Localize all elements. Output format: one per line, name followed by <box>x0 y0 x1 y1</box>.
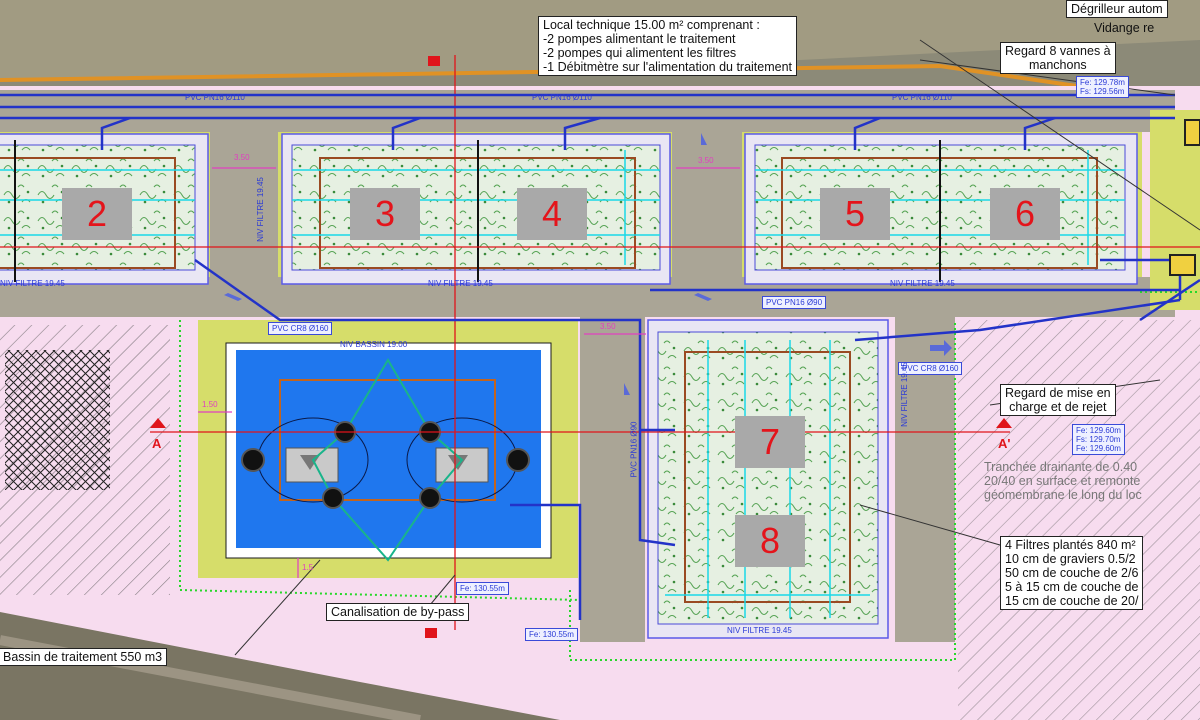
dim-1: 3.50 <box>234 153 250 162</box>
section-marker-a-prime: A' <box>998 436 1011 451</box>
filter-4: 4 <box>517 188 587 240</box>
dim-2: 3.50 <box>698 156 714 165</box>
pipe-network <box>0 93 1200 620</box>
treatment-basin <box>225 342 552 562</box>
flow-arrows <box>224 133 952 395</box>
filter-block-top-mid <box>281 133 671 285</box>
level-box-bottom-1: Fe: 130.55m <box>456 582 509 595</box>
callout-bypass: Canalisation de by-pass <box>326 603 470 621</box>
pipe-label-pn16-mid: PVC PN16 Ø90 <box>762 296 827 309</box>
drains-bottom <box>665 340 870 618</box>
level-box-right: Fe: 129.60m Fs: 129.70m Fe: 129.60m <box>1072 424 1125 455</box>
walkway-bottom-left <box>580 317 645 642</box>
level-label-3: NIV FILTRE 19.45 <box>890 279 955 288</box>
dim-4: 1.50 <box>202 400 218 409</box>
pipe-label-top-3: PVC PN16 Ø110 <box>892 93 952 102</box>
callout-tranchee: Tranchée drainante de 0.40 20/40 en surf… <box>984 460 1142 502</box>
axes <box>0 55 1200 630</box>
filter-8: 8 <box>735 515 805 567</box>
pipe-label-cr8-right: PVC CR8 Ø160 <box>898 362 963 375</box>
callout-filtres-plantes: 4 Filtres plantés 840 m² 10 cm de gravie… <box>1000 536 1144 610</box>
level-label-v1: NIV FILTRE 19.45 <box>255 177 265 242</box>
red-markers <box>425 56 440 638</box>
regard-vannes-box <box>1184 119 1200 146</box>
filter-2: 2 <box>62 188 132 240</box>
pipe-label-top-1: PVC PN16 Ø110 <box>185 93 245 102</box>
section-arrow-left <box>150 418 166 428</box>
embankment <box>179 291 1200 661</box>
regard-box <box>1169 254 1196 276</box>
crosshatch-block <box>5 350 110 490</box>
callout-local-technique: Local technique 15.00 m² comprenant : -2… <box>538 16 798 76</box>
section-marker-a: A <box>152 436 162 451</box>
top-corridor <box>0 90 1175 132</box>
callout-degrilleur: Dégrilleur autom <box>1066 0 1168 18</box>
section-arrow-right <box>996 418 1012 428</box>
callout-vidange: Vidange re <box>1094 21 1155 35</box>
pipe-label-vertical: PVC PN16 Ø90 <box>629 421 639 478</box>
level-label-2: NIV FILTRE 19.45 <box>428 279 493 288</box>
level-label-bassin: NIV BASSIN 19.00 <box>340 340 408 349</box>
callout-regard-mise: Regard de mise en charge et de rejet <box>1000 384 1116 416</box>
walkway-mid <box>672 132 742 277</box>
filter-3: 3 <box>350 188 420 240</box>
filter-block-bottom <box>647 319 889 639</box>
dim-5: 1.5 <box>302 563 314 572</box>
pipe-label-cr8-mid: PVC CR8 Ø160 <box>268 322 333 335</box>
level-box-bottom-2: Fe: 130.55m <box>525 628 578 641</box>
level-label-bottom: NIV FILTRE 19.45 <box>727 626 792 635</box>
walkway-left <box>208 132 278 277</box>
callout-regard-vannes: Regard 8 vannes à manchons <box>1000 42 1116 74</box>
dim-3: 3.50 <box>600 322 616 331</box>
filter-5: 5 <box>820 188 890 240</box>
pipe-label-top-2: PVC PN16 Ø110 <box>532 93 592 102</box>
level-label-v2: NIV FILTRE 19.45 <box>899 362 909 427</box>
level-label-1: NIV FILTRE 19.45 <box>0 279 65 288</box>
dimension-lines <box>198 167 740 578</box>
filter-7: 7 <box>735 416 805 468</box>
level-box-top: Fe: 129.78m Fs: 129.56m <box>1076 76 1129 98</box>
filter-6: 6 <box>990 188 1060 240</box>
callout-bassin: Bassin de traitement 550 m3 <box>0 648 168 666</box>
hatch-right <box>958 320 1200 720</box>
